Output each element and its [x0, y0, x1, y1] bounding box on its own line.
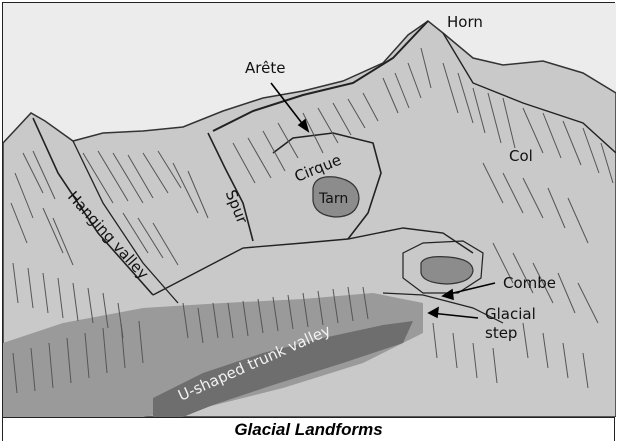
caption-bar: Glacial Landforms: [3, 417, 614, 441]
label-combe: Combe: [503, 274, 556, 292]
label-arete: Arête: [245, 59, 285, 77]
combe-lake: [421, 257, 473, 284]
figure-caption: Glacial Landforms: [234, 420, 382, 439]
label-tarn: Tarn: [318, 191, 348, 207]
figure-frame: Horn Arête Cirque Tarn Col Spur Hanging …: [2, 2, 615, 441]
glacial-landforms-diagram: Horn Arête Cirque Tarn Col Spur Hanging …: [3, 3, 616, 417]
label-glacial-step-2: step: [485, 324, 517, 342]
label-glacial-step-1: Glacial: [485, 305, 536, 323]
label-col: Col: [509, 147, 533, 165]
label-horn: Horn: [447, 13, 483, 31]
